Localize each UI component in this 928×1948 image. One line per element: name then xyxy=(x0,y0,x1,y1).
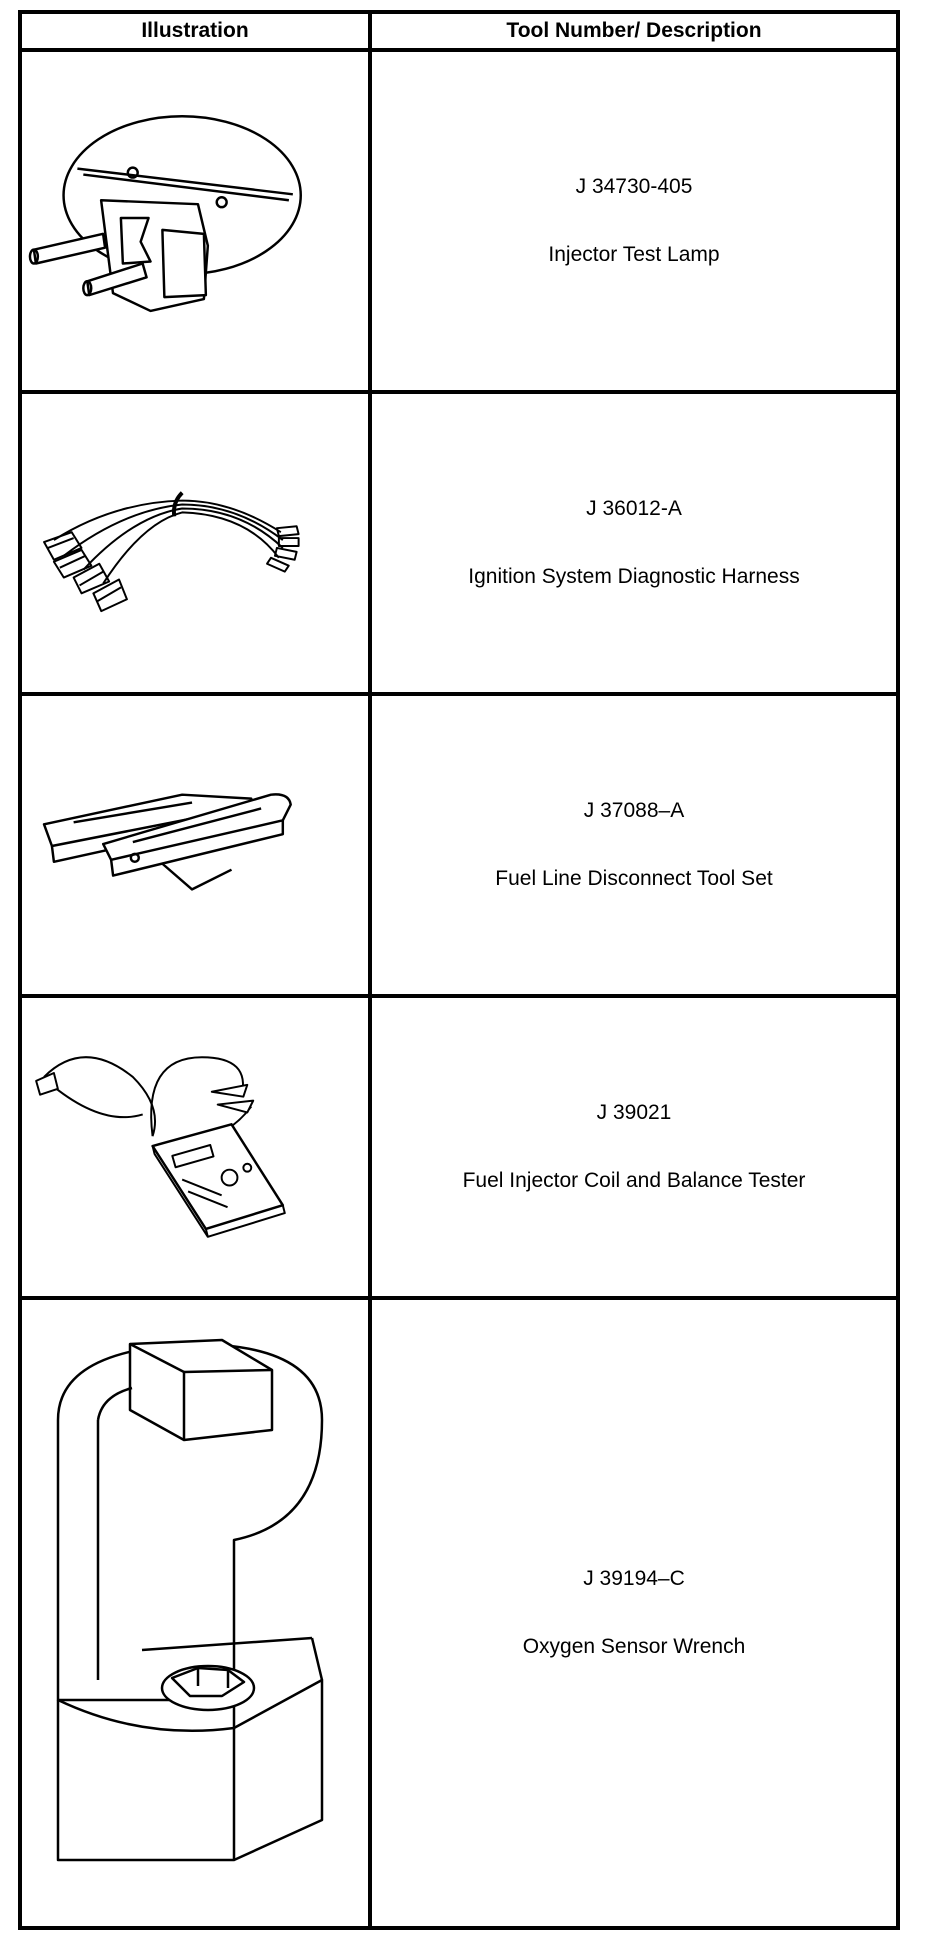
disconnect-tool-icon xyxy=(22,696,368,994)
tool-number: J 36012-A xyxy=(586,497,682,520)
tool-description: Ignition System Diagnostic Harness xyxy=(468,565,800,588)
column-divider xyxy=(368,14,372,1926)
tool-description: Oxygen Sensor Wrench xyxy=(522,1635,746,1658)
diagnostic-harness-icon xyxy=(22,394,368,692)
table-row: J 39021 Fuel Injector Coil and Balance T… xyxy=(22,998,896,1300)
header-tool-description: Tool Number/ Description xyxy=(506,19,762,42)
tool-number: J 37088–A xyxy=(583,799,685,822)
tool-description: Injector Test Lamp xyxy=(548,243,720,266)
tool-cell: J 39194–C Oxygen Sensor Wrench xyxy=(372,1300,896,1926)
table-row: J 39194–C Oxygen Sensor Wrench xyxy=(22,1300,896,1926)
header-illustration: Illustration xyxy=(141,19,249,42)
tool-description: Fuel Injector Coil and Balance Tester xyxy=(462,1169,806,1192)
tool-number: J 39021 xyxy=(596,1101,672,1124)
tools-table: Illustration Tool Number/ Description xyxy=(18,10,900,1930)
tool-cell: J 36012-A Ignition System Diagnostic Har… xyxy=(372,394,896,692)
table-row: J 36012-A Ignition System Diagnostic Har… xyxy=(22,394,896,696)
balance-tester-icon xyxy=(22,998,368,1296)
tool-cell: J 34730-405 Injector Test Lamp xyxy=(372,52,896,390)
injector-test-lamp-icon xyxy=(22,52,368,390)
table-row: J 34730-405 Injector Test Lamp xyxy=(22,52,896,394)
table-header: Illustration Tool Number/ Description xyxy=(22,14,896,52)
tool-cell: J 37088–A Fuel Line Disconnect Tool Set xyxy=(372,696,896,994)
tool-number: J 39194–C xyxy=(583,1567,685,1590)
tool-cell: J 39021 Fuel Injector Coil and Balance T… xyxy=(372,998,896,1296)
table-row: J 37088–A Fuel Line Disconnect Tool Set xyxy=(22,696,896,998)
tool-number: J 34730-405 xyxy=(575,175,693,198)
oxygen-sensor-wrench-icon xyxy=(22,1300,368,1926)
tool-description: Fuel Line Disconnect Tool Set xyxy=(495,867,773,890)
